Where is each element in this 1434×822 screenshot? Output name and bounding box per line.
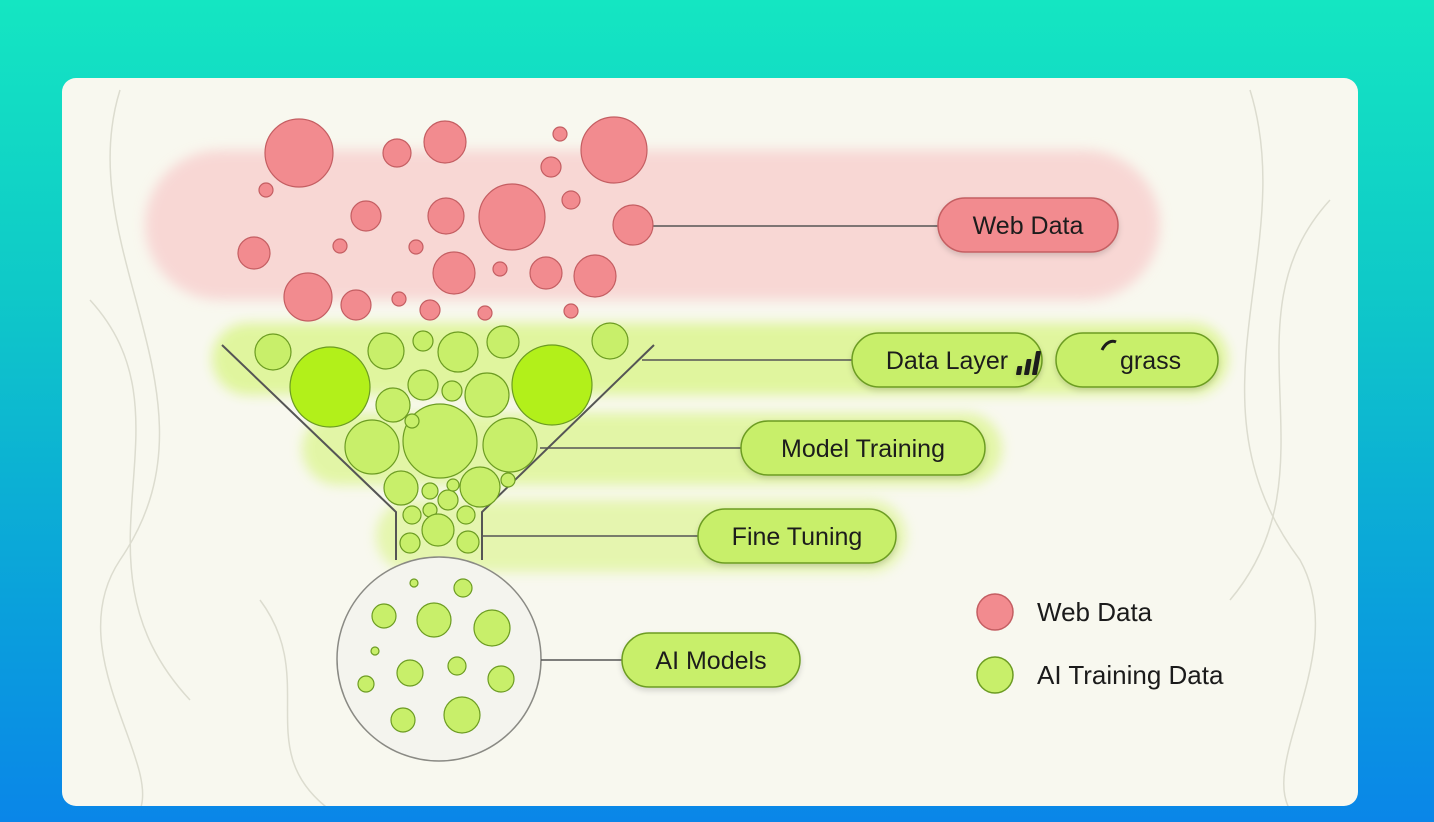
ai-training-data-bubble [412,330,434,352]
web-data-bubble [423,120,467,164]
grass-brand-pill[interactable]: grass [1016,332,1219,388]
layer-label: Web Data [973,212,1084,240]
ai-training-data-bubble [399,532,421,554]
layer-ai-models-pill[interactable]: AI Models [621,632,801,688]
web-data-bubble [408,239,424,255]
ai-training-data-bubble [511,344,593,426]
ai-models-globe [336,556,542,762]
web-data-bubble [432,251,476,295]
web-data-bubble [529,256,563,290]
layer-fine-tuning-pill[interactable]: Fine Tuning [697,508,897,564]
ai-training-data-bubble [404,413,420,429]
connector-lines [482,225,938,661]
legend-label: Web Data [1037,597,1153,627]
ai-training-data-bubble [437,331,479,373]
web-data-bubble [612,204,654,246]
web-data-bubble [350,200,382,232]
ai-training-data-bubble [344,419,400,475]
ai-model-bubble [473,609,511,647]
ai-training-data-bubble [421,482,439,500]
ai-training-data-bubble [446,478,460,492]
web-data-bubble [478,183,546,251]
ai-training-data-bubble [486,325,520,359]
ai-model-bubble [371,603,397,629]
funnel-right-edge [481,344,655,560]
web-data-bubble [561,190,581,210]
legend-label: AI Training Data [1037,660,1224,690]
web-data-bubble [477,305,493,321]
web-data-bubble [283,272,333,322]
legend-item-ai-training-data: AI Training Data [976,656,1224,694]
ai-model-bubble [390,707,416,733]
ai-model-bubble [447,656,467,676]
ai-model-bubble [416,602,452,638]
web-data-bubble [237,236,271,270]
ai-model-bubble [370,646,380,656]
ai-training-data-bubble [254,333,292,371]
ai-training-data-bubble [421,513,455,547]
ai-model-bubble [443,696,481,734]
web-data-bubble [332,238,348,254]
web-data-dot-icon [976,593,1014,631]
web-data-bubble [419,299,441,321]
web-data-bubble [391,291,407,307]
ai-training-data-bubble [459,466,501,508]
layer-label: Fine Tuning [732,523,863,551]
ai-training-data-bubble [456,505,476,525]
web-data-bubble [340,289,372,321]
ai-training-data-dot-icon [976,656,1014,694]
brand-name: grass [1120,347,1181,375]
ai-model-bubble [409,578,419,588]
ai-model-bubble [453,578,473,598]
ai-model-bubble [487,665,515,693]
ai-training-data-bubble [500,472,516,488]
ai-training-data-bubble [437,489,459,511]
ai-training-data-bubble [402,505,422,525]
layer-web-data-pill[interactable]: Web Data [937,197,1119,253]
funnel-left-edge [221,344,397,560]
web-data-bubble [563,303,579,319]
ai-training-data-bubble [289,346,371,428]
ai-model-bubble [396,659,424,687]
grass-logo-icon [1016,339,1117,375]
bubbles [237,116,654,734]
ai-training-data-bubble [464,372,510,418]
ai-training-data-bubble [383,470,419,506]
layer-label: Model Training [781,435,945,463]
ai-training-data-bubble [591,322,629,360]
web-data-bubble [492,261,508,277]
web-data-bubble [573,254,617,298]
ai-training-data-bubble [407,369,439,401]
ai-training-data-bubble [367,332,405,370]
ai-training-data-bubble [375,387,411,423]
ai-training-data-bubble [441,380,463,402]
web-data-bubble [427,197,465,235]
ai-model-bubble [357,675,375,693]
web-data-bubble [580,116,648,184]
web-data-bubble [258,182,274,198]
web-data-bubble [552,126,568,142]
ai-training-data-bubble [402,403,478,479]
web-data-bubble [264,118,334,188]
layer-label: AI Models [655,647,766,675]
background-curves [89,89,1331,806]
web-data-bubble [540,156,562,178]
web-data-bubble [382,138,412,168]
legend-item-web-data: Web Data [976,593,1153,631]
layer-data-layer-pill[interactable]: Data Layer [851,332,1043,388]
ai-training-data-bubble [482,417,538,473]
layer-label: Data Layer [886,347,1008,375]
ai-training-data-bubble [456,530,480,554]
layer-model-training-pill[interactable]: Model Training [740,420,986,476]
legend: Web Data AI Training Data [976,593,1224,694]
